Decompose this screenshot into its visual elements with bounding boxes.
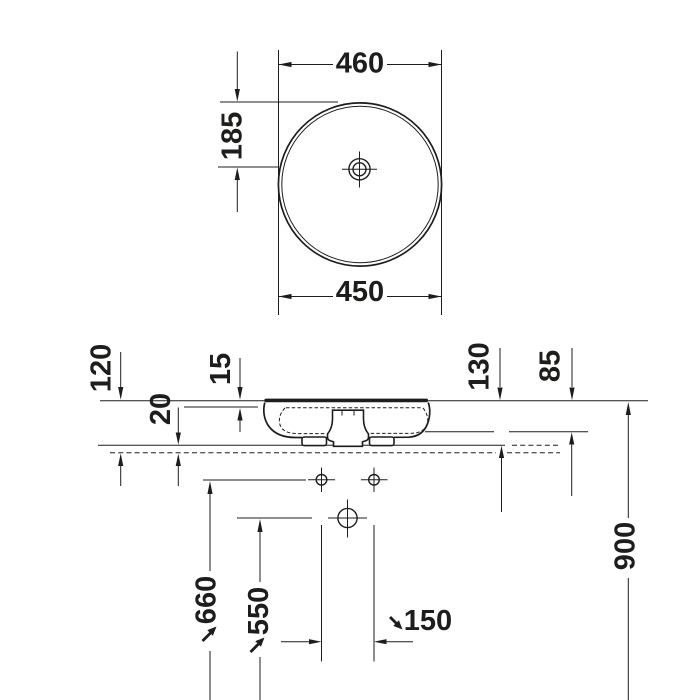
dim-550-label: 550 (243, 587, 275, 635)
leader-arrowhead-ne-icon (255, 637, 265, 647)
side-view: 120 15 20 130 (86, 342, 648, 700)
dim-85: 85 (535, 348, 575, 496)
basin-profile (262, 398, 431, 448)
dim-185-label: 185 (217, 112, 249, 160)
arrowhead-up-icon (257, 519, 263, 532)
leader-arrow-shaft (249, 642, 260, 653)
dim-660: 660 (191, 479, 306, 700)
dim-120-label: 120 (86, 344, 118, 392)
dim-20: 20 (145, 393, 181, 486)
drain-outer-circle (348, 157, 371, 181)
dim-85-label: 85 (535, 350, 567, 382)
leader-arrowhead-ne-icon (207, 626, 217, 636)
dim-550: 550 (237, 517, 312, 700)
hole-right-circle (368, 473, 381, 486)
arrowhead-up-icon (118, 453, 124, 466)
arrowhead-down-icon (175, 432, 181, 445)
dim-20-label: 20 (145, 393, 177, 425)
fixing-holes (308, 467, 388, 492)
arrowhead-down-icon (497, 387, 503, 401)
arrowhead-up-icon (234, 167, 240, 180)
arrowhead-down-icon (234, 89, 240, 102)
dim-150: 150 (281, 525, 452, 662)
arrowhead-up-icon (625, 402, 631, 415)
dim-460-label: 460 (336, 48, 384, 80)
outer-wall-left (262, 402, 302, 439)
arrowhead-left-icon (278, 293, 292, 300)
dim-150-label: 150 (404, 605, 452, 637)
dim-120: 120 (86, 344, 124, 486)
basin-outer-rim (277, 102, 443, 267)
dim-900-label: 900 (610, 522, 642, 570)
inner-wall-right-hidden (368, 407, 429, 434)
basin-inner-rim (281, 105, 439, 264)
top-view: 460 185 450 (217, 48, 443, 315)
dim-130: 130 (464, 342, 505, 512)
arrowhead-up-icon (175, 453, 181, 466)
arrowhead-right-icon (428, 293, 442, 300)
arrowhead-left-icon (278, 61, 292, 68)
dim-900: 900 (610, 402, 642, 700)
hole-left-circle (315, 473, 328, 486)
rim-bar (264, 398, 429, 403)
drain-housing (326, 409, 370, 448)
leader-arrowhead-se-icon (393, 620, 403, 630)
drain-inner-circle (352, 162, 367, 177)
arrowhead-right-icon (309, 639, 322, 645)
outer-wall-right (393, 402, 431, 439)
right-foot (368, 436, 395, 447)
dim-15: 15 (205, 353, 243, 432)
arrowhead-down-icon (118, 387, 124, 400)
arrowhead-up-icon (207, 481, 213, 494)
outlet-circle (337, 507, 358, 529)
leader-arrow-shaft (201, 631, 212, 642)
inner-wall-left-hidden (278, 407, 326, 435)
dim-460: 460 (278, 48, 442, 80)
arrowhead-up-icon (237, 408, 243, 421)
dim-15-label: 15 (205, 353, 237, 385)
dim-450-label: 450 (336, 276, 384, 308)
dim-660-label: 660 (191, 576, 223, 624)
arrowhead-down-icon (569, 387, 575, 401)
dim-450: 450 (278, 276, 442, 308)
dim-130-label: 130 (464, 342, 496, 390)
drain-top-view (342, 151, 377, 188)
arrowhead-down-icon (237, 387, 243, 400)
dim-185: 185 (217, 51, 338, 212)
left-foot (301, 436, 328, 447)
arrowhead-left-icon (374, 639, 387, 645)
arrowhead-up-icon (498, 445, 505, 458)
arrowhead-up-icon (569, 432, 575, 445)
waste-outlet (328, 499, 367, 538)
arrowhead-right-icon (428, 61, 442, 68)
